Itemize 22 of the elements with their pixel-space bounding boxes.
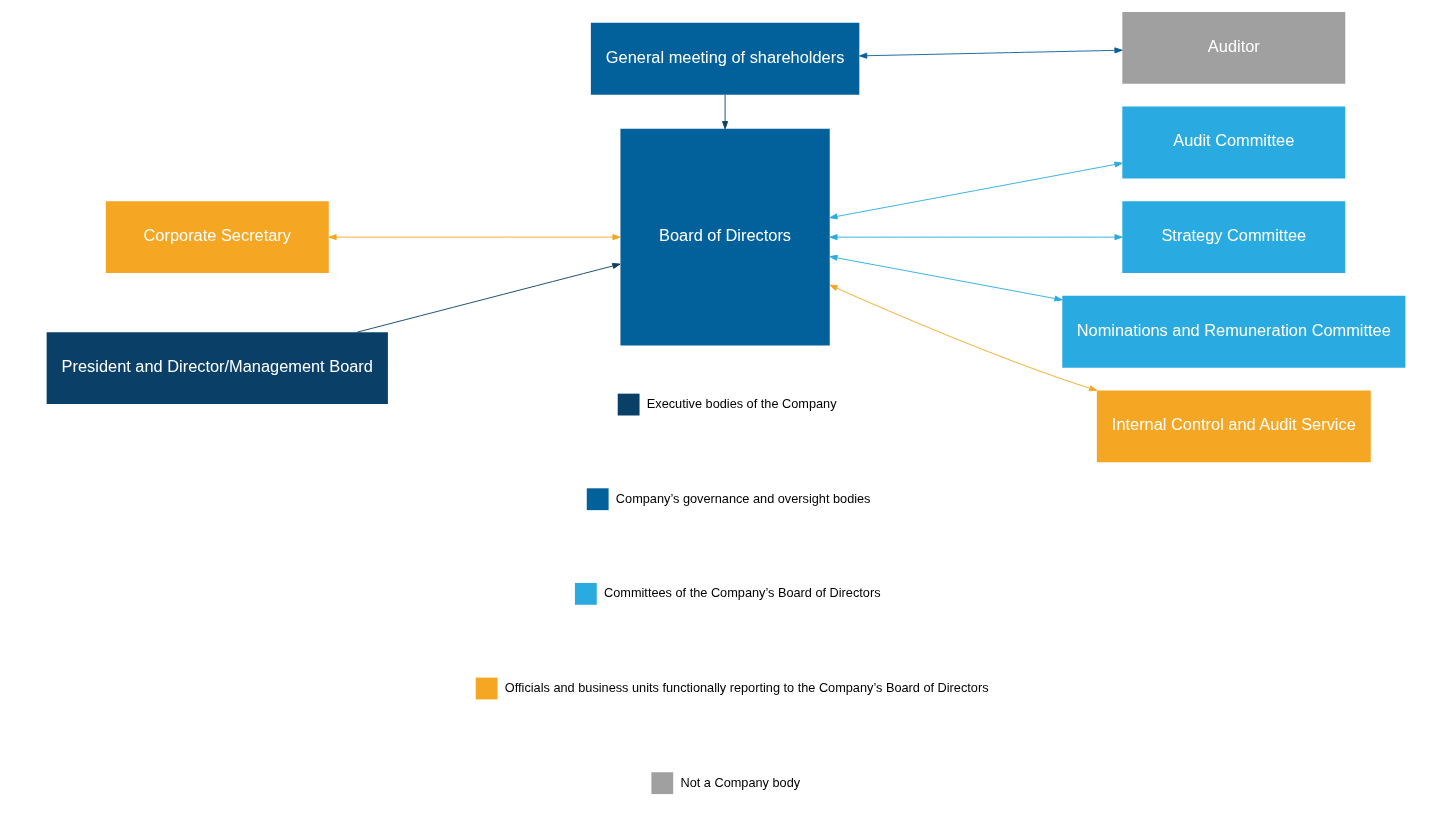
node-box: Strategy Committee	[1121, 201, 1345, 274]
arrow	[356, 263, 621, 333]
legend-label: Executive bodies of the Company	[646, 395, 837, 411]
arrow	[828, 161, 1123, 220]
legend-label: Company’s governance and oversight bodies	[615, 490, 871, 506]
node-box: Internal Control and Audit Service	[1096, 390, 1371, 463]
node-box: Nominations and Remuneration Committee	[1061, 295, 1405, 368]
node-box: Board of Directors	[619, 128, 830, 346]
arrow	[828, 254, 1063, 302]
arrow	[828, 284, 1097, 392]
arrow	[327, 234, 621, 241]
legend-label: Officials and business units functionally reporting to the Company’s Board of Directors	[504, 679, 989, 695]
arrow	[858, 47, 1123, 59]
node-box: Auditor	[1121, 11, 1345, 84]
node-box: General meeting of shareholders	[590, 22, 859, 95]
legend-label: Committees of the Company’s Board of Directors	[603, 585, 881, 601]
arrow	[828, 234, 1123, 241]
node-box: Audit Committee	[1121, 106, 1345, 179]
node-box: Corporate Secretary	[105, 201, 329, 274]
node-box: President and Director/Management Board	[46, 332, 388, 405]
arrow	[721, 94, 728, 130]
legend-label: Not a Company body	[680, 774, 800, 790]
